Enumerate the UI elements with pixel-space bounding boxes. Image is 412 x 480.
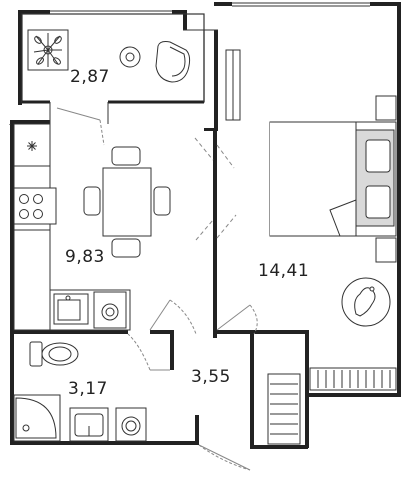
bathroom bbox=[13, 333, 170, 442]
dining-table-icon bbox=[102, 167, 152, 237]
shower-tray-icon bbox=[13, 394, 61, 442]
pillow-icon bbox=[365, 139, 391, 219]
hall bbox=[198, 444, 251, 471]
kitchen bbox=[13, 123, 197, 335]
dining-chair-icon bbox=[83, 146, 171, 258]
wall-left-bath bbox=[10, 330, 14, 445]
wall-bottom-right bbox=[305, 393, 401, 397]
entrance-door bbox=[198, 444, 251, 471]
bathroom-sink-icon bbox=[69, 407, 109, 442]
washing-machine-icon bbox=[93, 291, 127, 329]
wall-right bbox=[397, 2, 401, 397]
walls bbox=[10, 2, 401, 449]
radiator-hall bbox=[267, 373, 301, 445]
radiator-icon bbox=[309, 367, 397, 391]
kitchen-sun-vent-icon bbox=[27, 141, 37, 151]
toilet-icon bbox=[29, 341, 79, 367]
balcony-wall-left bbox=[18, 10, 22, 105]
kitchen-bedroom-opening bbox=[194, 137, 237, 241]
wall-right-step bbox=[305, 330, 309, 448]
kitchen-door bbox=[149, 299, 197, 335]
nightstand-bottom bbox=[375, 237, 397, 263]
area-label-hall: 3,55 bbox=[191, 367, 231, 387]
cooktop-icon bbox=[13, 187, 57, 225]
area-label-balcony: 2,87 bbox=[70, 67, 110, 87]
wall-kitchen-top bbox=[10, 120, 50, 124]
bedroom-door bbox=[216, 304, 258, 335]
area-label-kitchen: 9,83 bbox=[65, 247, 105, 267]
balcony-door bbox=[56, 107, 105, 146]
bedroom bbox=[194, 95, 397, 445]
balcony-armchair-icon bbox=[155, 41, 191, 83]
balcony-wall-top-right bbox=[172, 10, 187, 14]
double-bed-icon bbox=[269, 121, 397, 237]
wall-top-far-right bbox=[370, 2, 400, 6]
bedroom-rug-icon bbox=[341, 277, 391, 327]
balcony-wall-right bbox=[183, 10, 187, 30]
balcony-round-table-icon bbox=[119, 46, 141, 68]
kitchen-sink-icon bbox=[53, 293, 89, 325]
area-label-bathroom: 3,17 bbox=[68, 379, 108, 399]
balcony-wall-top-left bbox=[18, 10, 50, 14]
balcony bbox=[21, 13, 205, 146]
wall-left-kitchen bbox=[10, 120, 14, 335]
bathroom-door bbox=[127, 333, 170, 371]
nightstand-top bbox=[375, 95, 397, 121]
kitchen-counter bbox=[13, 123, 51, 331]
wall-top-right bbox=[214, 2, 232, 6]
bathroom-washer bbox=[115, 407, 147, 442]
wall-bath-bottom bbox=[10, 441, 195, 445]
partitions bbox=[10, 128, 309, 448]
area-label-bedroom: 14,41 bbox=[258, 261, 309, 281]
balcony-flower-pot-icon bbox=[27, 29, 69, 71]
wall-bottom-mid bbox=[250, 445, 308, 449]
electrical-panel-icon bbox=[225, 49, 241, 121]
balcony-wall-right-low bbox=[214, 30, 218, 128]
